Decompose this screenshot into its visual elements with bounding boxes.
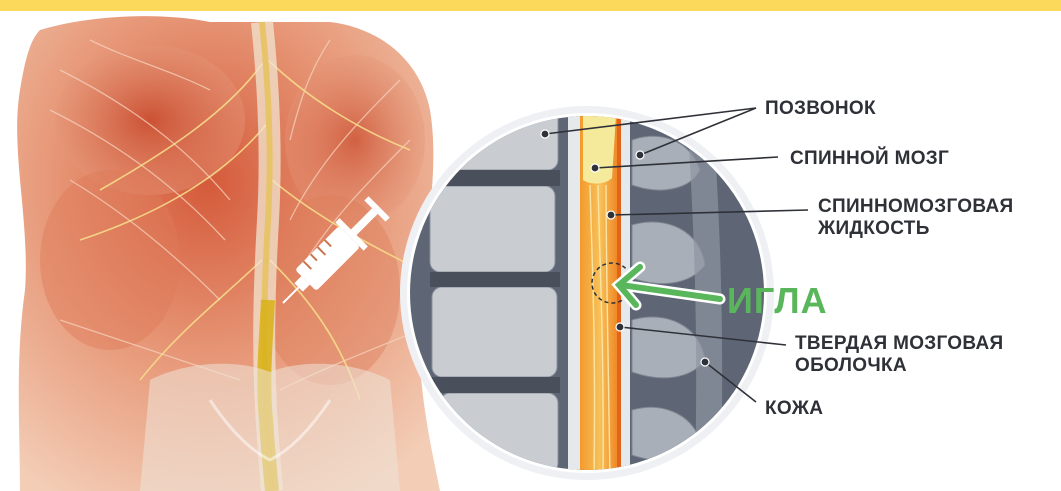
magnified-section — [400, 96, 780, 480]
label-dura-line1: ТВЕРДАЯ МОЗГОВАЯ — [795, 334, 1003, 353]
label-spinal-cord: СПИННОЙ МОЗГ — [790, 149, 949, 168]
label-csf-line1: СПИННОМОЗГОВАЯ — [818, 197, 1013, 216]
torso-figure — [17, 16, 440, 491]
label-vertebra: ПОЗВОНОК — [765, 99, 876, 118]
label-dura-line2: ОБОЛОЧКА — [795, 356, 907, 375]
label-csf-line2: ЖИДКОСТЬ — [818, 219, 930, 238]
label-needle: ИГЛА — [727, 283, 828, 319]
label-skin: КОЖА — [765, 399, 823, 418]
